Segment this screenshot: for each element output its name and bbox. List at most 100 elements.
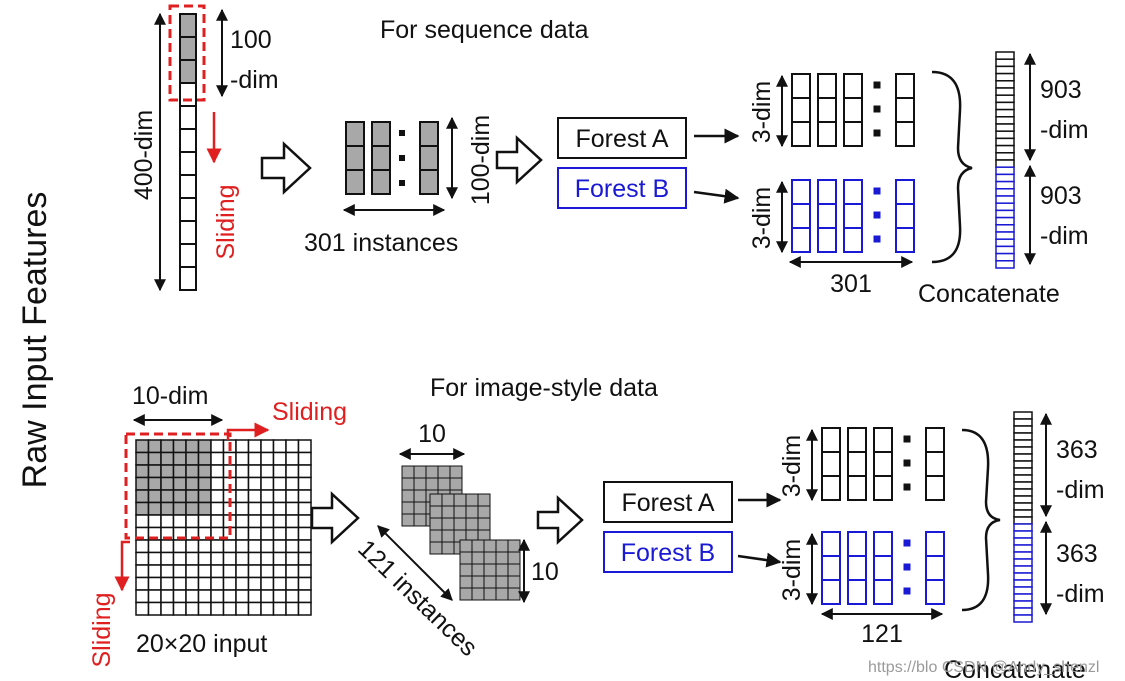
sequence-output-b-cell bbox=[843, 227, 863, 253]
image-grid-cell bbox=[297, 551, 312, 566]
image-grid-cell bbox=[185, 476, 200, 491]
image-concat-top-1: 363 bbox=[1056, 436, 1098, 464]
image-grid-cell bbox=[185, 589, 200, 604]
image-grid-cell bbox=[247, 601, 262, 616]
sequence-concat-cell bbox=[995, 101, 1015, 111]
image-patch-cell bbox=[429, 541, 443, 555]
image-brace bbox=[961, 428, 1001, 612]
image-grid-cell bbox=[147, 514, 162, 529]
image-grid-cell bbox=[210, 589, 225, 604]
image-patch-cell bbox=[477, 517, 491, 531]
image-output-b-cell bbox=[873, 555, 893, 581]
image-patch-cell bbox=[465, 505, 479, 519]
image-concat-cell bbox=[1013, 565, 1033, 574]
image-grid-cell bbox=[235, 464, 250, 479]
sequence-flow-arrow-1 bbox=[260, 141, 312, 195]
image-grid-cell bbox=[260, 464, 275, 479]
image-output-a-cell bbox=[821, 475, 841, 501]
image-output-b-cell bbox=[925, 555, 945, 581]
sequence-concat-cell bbox=[995, 116, 1015, 125]
sequence-concat-label: Concatenate bbox=[918, 280, 1060, 308]
image-grid-cell bbox=[247, 514, 262, 529]
image-patch-cell bbox=[495, 575, 509, 589]
image-grid-cell bbox=[172, 464, 187, 479]
image-grid-cell bbox=[147, 576, 162, 591]
image-patch-cell bbox=[465, 493, 479, 507]
image-output-a-cell bbox=[873, 451, 893, 477]
image-grid-cell bbox=[172, 476, 187, 491]
image-patch-cell bbox=[495, 587, 509, 601]
sequence-forest-a: Forest A bbox=[575, 125, 668, 153]
image-grid-cell bbox=[247, 464, 262, 479]
image-grid-cell bbox=[222, 564, 237, 579]
full-dim-label: 400-dim bbox=[130, 110, 158, 200]
image-concat-cell bbox=[1013, 474, 1033, 483]
sequence-instance-cell bbox=[371, 145, 391, 171]
image-grid-cell bbox=[235, 526, 250, 541]
image-output-a-cell bbox=[873, 427, 893, 453]
image-grid-cell bbox=[260, 501, 275, 516]
image-patch-cell bbox=[413, 477, 427, 491]
image-grid-cell bbox=[135, 476, 150, 491]
sequence-output-a bbox=[791, 73, 915, 147]
sequence-instance-cell bbox=[345, 145, 365, 171]
image-window bbox=[124, 432, 232, 540]
sequence-concatenated-column bbox=[995, 51, 1015, 269]
sequence-column-cell bbox=[179, 174, 197, 199]
image-patch-cell bbox=[401, 513, 415, 527]
image-output-a bbox=[821, 427, 945, 501]
image-grid-cell bbox=[135, 551, 150, 566]
image-grid-cell bbox=[222, 539, 237, 554]
image-forest-b-box bbox=[603, 531, 733, 573]
image-grid-cell bbox=[285, 439, 300, 454]
image-grid-cell bbox=[297, 526, 312, 541]
image-concat-cell bbox=[1013, 558, 1033, 567]
image-grid-cell bbox=[197, 451, 212, 466]
image-concat-cell bbox=[1013, 509, 1033, 518]
image-patch-cell bbox=[453, 517, 467, 531]
sequence-output-a-cell bbox=[895, 73, 915, 99]
image-out-dim-b: 3-dim bbox=[778, 539, 806, 602]
sequence-output-a-cell bbox=[817, 73, 837, 99]
image-grid-cell bbox=[260, 601, 275, 616]
sequence-output-a-cell bbox=[817, 121, 837, 147]
sequence-column-cell bbox=[179, 266, 197, 291]
image-output-b-cell bbox=[925, 531, 945, 557]
image-grid-cell bbox=[247, 489, 262, 504]
image-grid-cell bbox=[235, 539, 250, 554]
image-grid-cell bbox=[272, 551, 287, 566]
image-grid-cell bbox=[297, 539, 312, 554]
image-concat-cell bbox=[1013, 418, 1033, 427]
image-grid-cell bbox=[285, 576, 300, 591]
image-patch-cell bbox=[401, 477, 415, 491]
sequence-concat-cell bbox=[995, 123, 1015, 132]
image-patch-cell bbox=[507, 563, 521, 577]
image-grid-cell bbox=[147, 464, 162, 479]
image-grid-cell bbox=[185, 539, 200, 554]
image-grid-cell bbox=[147, 564, 162, 579]
image-grid-cell bbox=[260, 439, 275, 454]
image-grid-cell bbox=[285, 501, 300, 516]
image-grid-cell bbox=[260, 514, 275, 529]
image-grid-cell bbox=[235, 501, 250, 516]
image-patch-cell bbox=[449, 465, 463, 479]
image-patch-cell bbox=[413, 489, 427, 503]
image-grid-cell bbox=[247, 589, 262, 604]
sequence-output-a-cell-dot bbox=[873, 81, 881, 89]
image-grid-cell bbox=[185, 514, 200, 529]
image-patch-cell bbox=[437, 477, 451, 491]
image-patch-cell bbox=[483, 563, 497, 577]
image-grid-cell bbox=[235, 551, 250, 566]
sequence-concat-cell bbox=[995, 159, 1015, 168]
sequence-column-cell bbox=[179, 13, 197, 38]
image-grid-cell bbox=[147, 451, 162, 466]
sequence-heading: For sequence data bbox=[380, 16, 589, 44]
sequence-concat-cell bbox=[995, 245, 1015, 255]
sequence-concat-cell bbox=[995, 80, 1015, 89]
image-forest-b: Forest B bbox=[621, 539, 715, 567]
image-grid-cell bbox=[135, 514, 150, 529]
sequence-concat-cell bbox=[995, 209, 1015, 219]
image-grid-cell bbox=[297, 489, 312, 504]
image-grid-cell bbox=[197, 539, 212, 554]
image-grid-cell bbox=[260, 476, 275, 491]
